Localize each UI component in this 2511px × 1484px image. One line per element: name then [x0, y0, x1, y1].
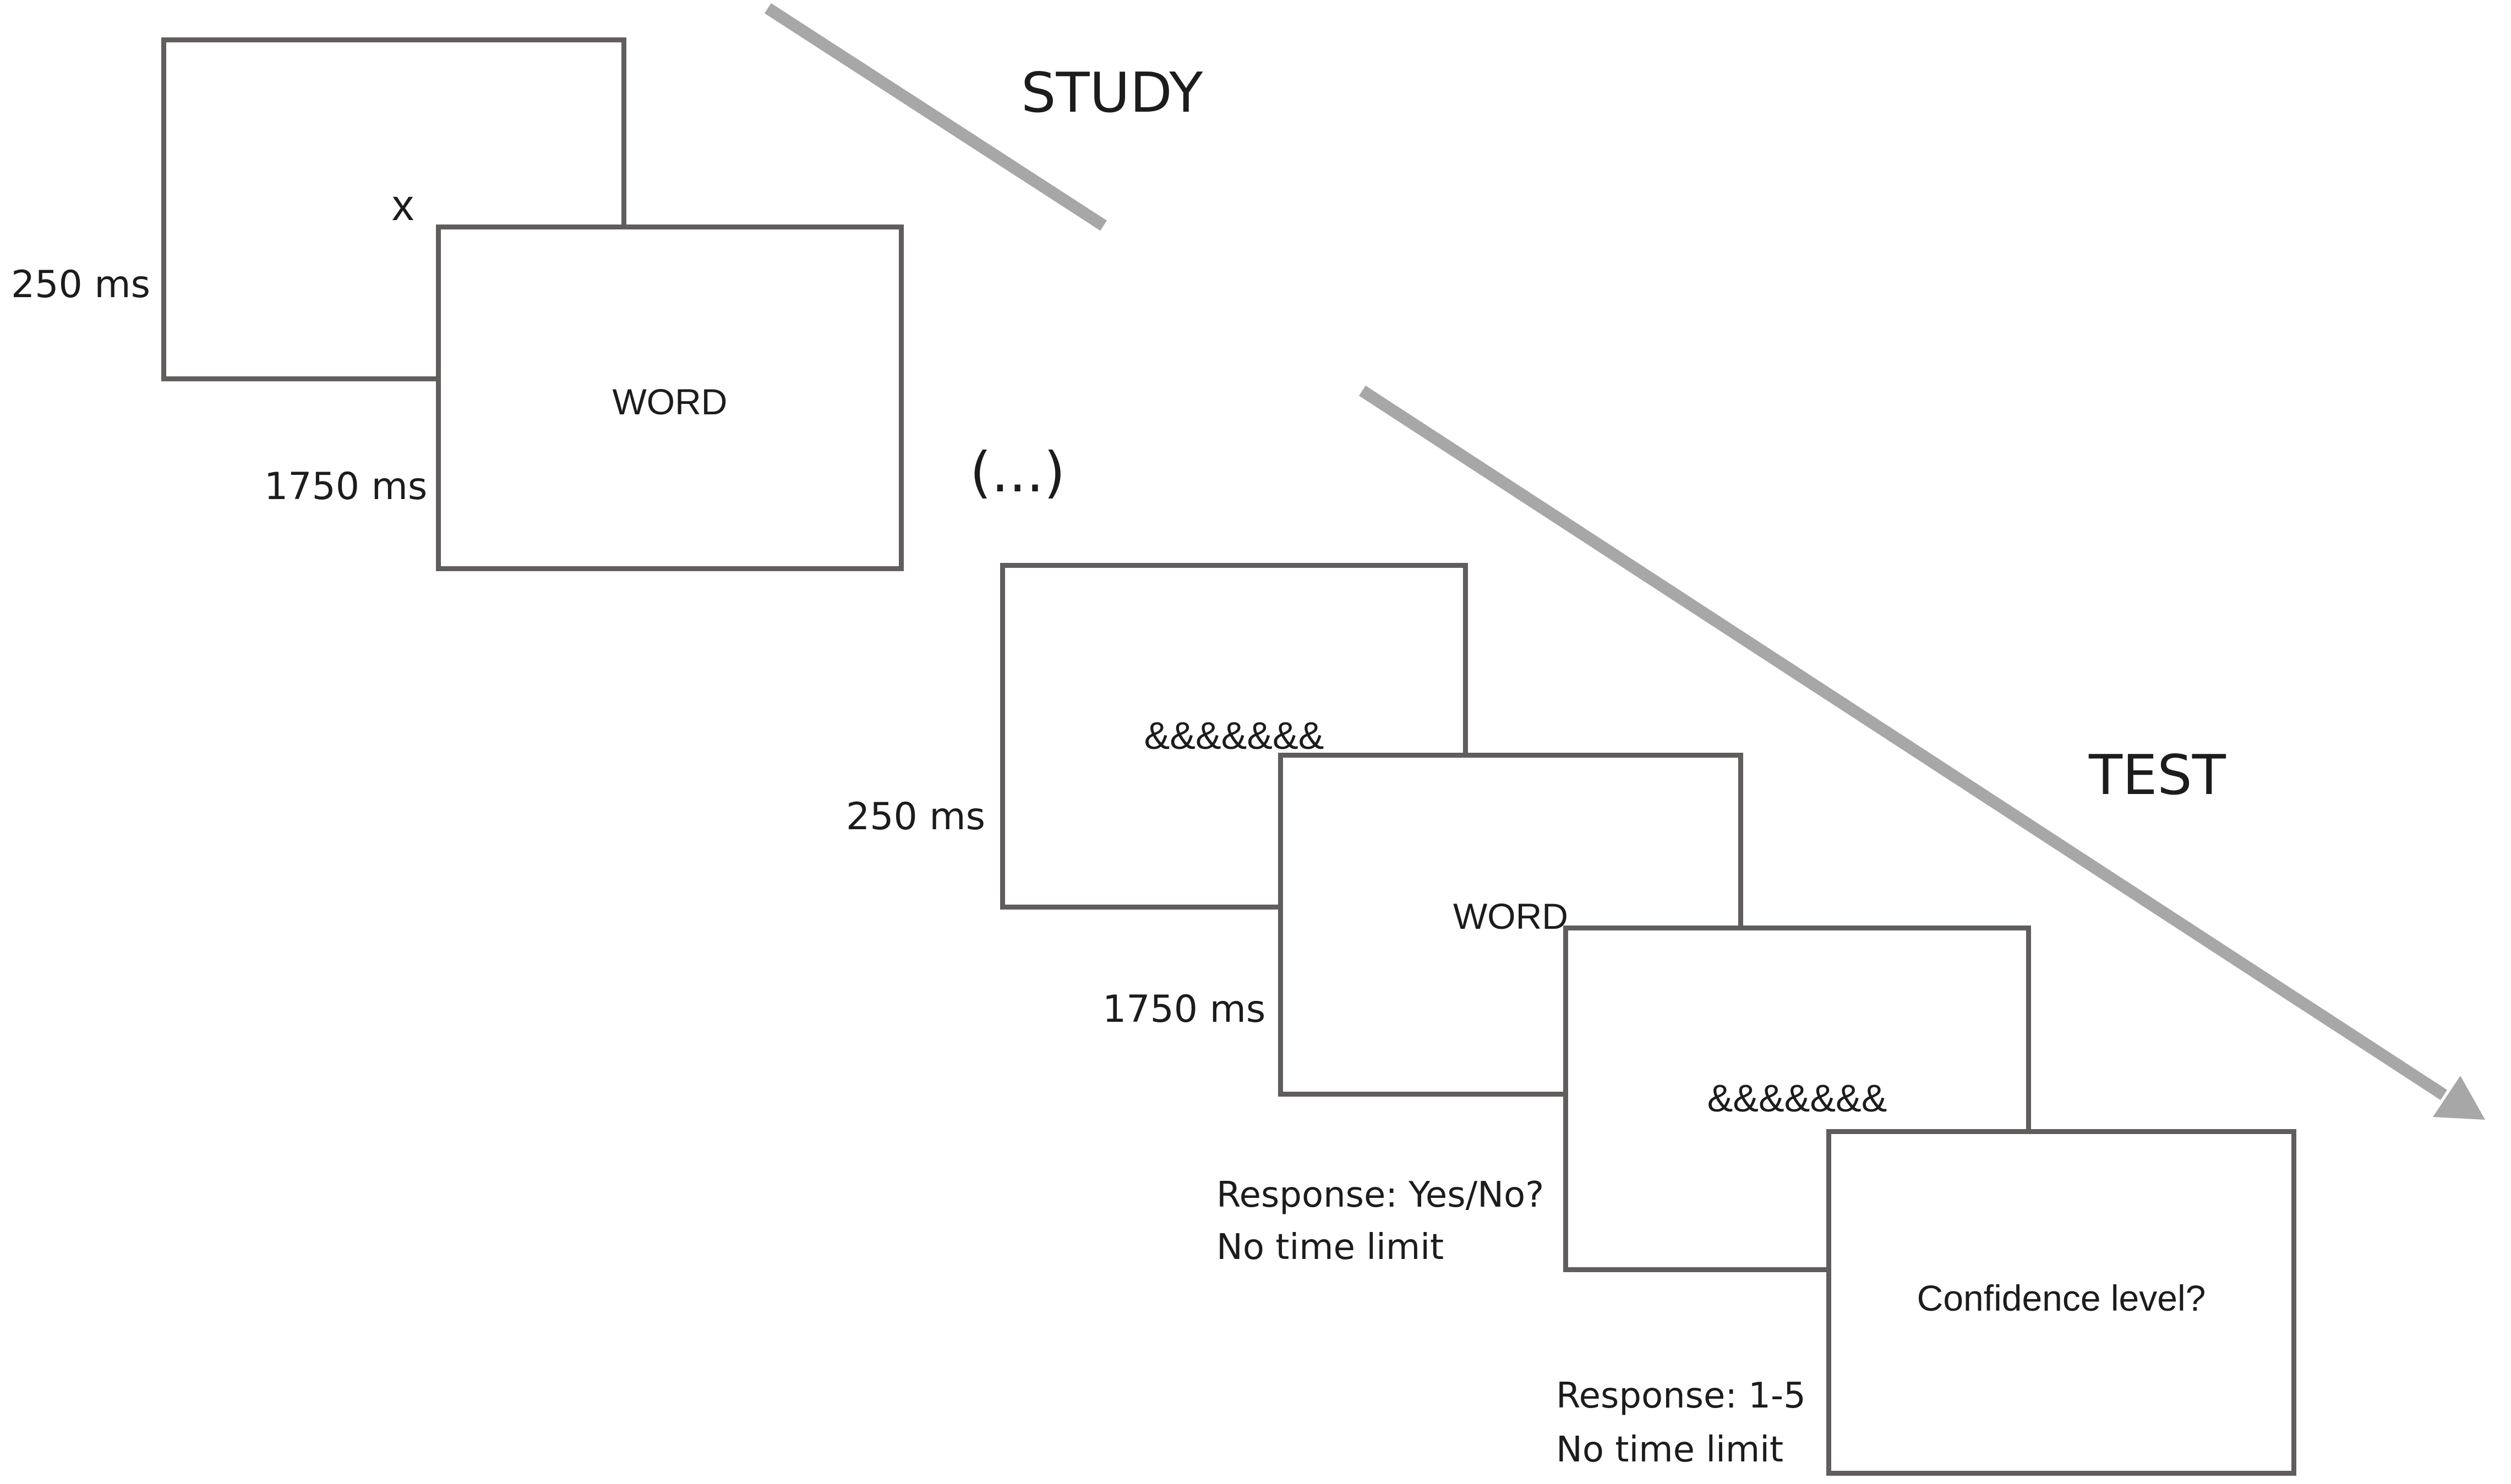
test-timeline-arrowhead: [2433, 1076, 2485, 1120]
study-timeline-line: [765, 3, 1107, 231]
fixation-duration-label: 250 ms: [11, 263, 151, 306]
study-phase-label: STUDY: [1021, 61, 1203, 125]
confidence-response-label: Response: 1-5: [1556, 1376, 1806, 1416]
confidence-question: Confidence level?: [1917, 1278, 2206, 1318]
study-word-duration-label: 1750 ms: [264, 465, 428, 508]
test-mask-duration-label: 250 ms: [846, 795, 986, 839]
test-word-text: WORD: [1453, 896, 1568, 937]
fixation-cross: x: [392, 180, 414, 229]
study-word-text: WORD: [612, 381, 728, 422]
test-timeline-arrow-line: [1358, 385, 2448, 1100]
ellipsis: (...): [970, 440, 1066, 505]
test-mask-screen-2: &&&&&&&: [1563, 926, 2031, 1272]
confidence-screen: Confidence level?: [1826, 1129, 2296, 1476]
yes-no-response-label: Response: Yes/No?: [1216, 1175, 1544, 1215]
test-word-duration-label: 1750 ms: [1102, 988, 1266, 1031]
test-mask-text-2: &&&&&&&: [1707, 1077, 1887, 1120]
test-mask-text-1: &&&&&&&: [1144, 714, 1324, 757]
yes-no-time-limit-label: No time limit: [1216, 1227, 1444, 1268]
test-phase-label: TEST: [2089, 743, 2226, 807]
study-word-screen: WORD: [436, 224, 904, 571]
confidence-time-limit-label: No time limit: [1556, 1430, 1784, 1470]
